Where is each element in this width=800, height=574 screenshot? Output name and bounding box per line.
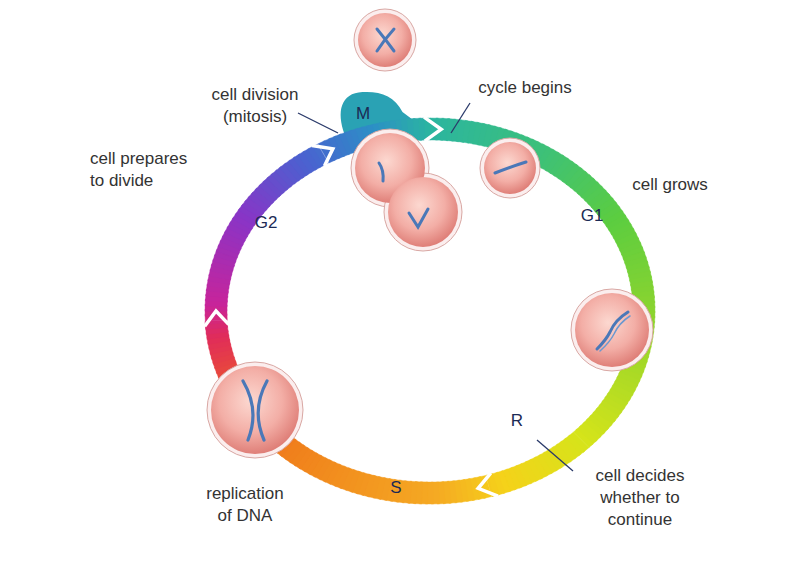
leader-line — [298, 113, 338, 133]
phase-label: M — [356, 104, 370, 124]
cell — [480, 138, 540, 198]
band-slice — [424, 118, 430, 140]
phase-band: R — [486, 409, 589, 497]
band-shape — [318, 92, 431, 163]
band-shape — [205, 144, 329, 321]
phase-band: G1 — [430, 118, 655, 447]
phase-notch — [205, 311, 229, 326]
phase-notch — [424, 117, 441, 141]
phase-notches — [205, 117, 498, 496]
phase-band: S — [205, 320, 492, 504]
cell — [571, 289, 653, 371]
callout-text: cell grows — [620, 174, 720, 196]
cell — [207, 362, 303, 458]
callout-text: replication of DNA — [200, 483, 290, 527]
phase-band: G2 — [205, 144, 329, 321]
callout-text: cycle begins — [470, 77, 580, 99]
band-shape — [430, 118, 655, 447]
callout-text: cell division (mitosis) — [195, 84, 315, 128]
band-slice — [312, 144, 328, 165]
phase-label: G1 — [581, 206, 604, 226]
cell — [354, 9, 416, 71]
leader-lines — [298, 103, 573, 471]
leader-line — [537, 440, 573, 471]
phase-label: R — [511, 411, 523, 431]
phase-label: S — [390, 478, 401, 498]
phase-notch — [312, 146, 333, 166]
phase-label: G2 — [255, 213, 278, 233]
phase-notch — [478, 473, 498, 496]
phase-band: M — [318, 92, 431, 163]
callout-text: cell decides whether to continue — [585, 465, 695, 531]
dividing-cell — [351, 129, 462, 251]
leader-line — [451, 103, 470, 133]
band-shape — [205, 320, 492, 504]
callout-text: cell prepares to divide — [90, 148, 205, 192]
band-shape — [486, 409, 589, 497]
